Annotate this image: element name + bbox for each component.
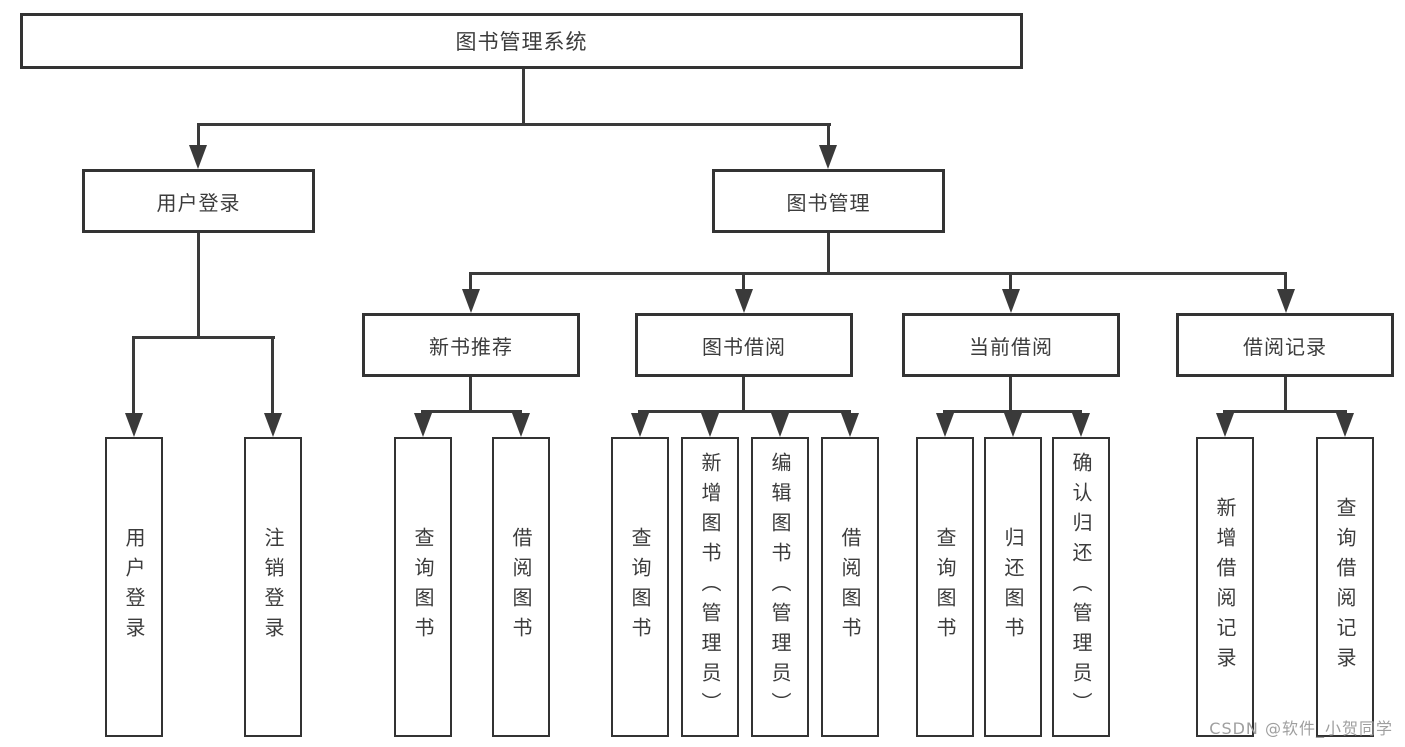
leaf-current-query-books: 查询图书 [916,437,974,737]
arrow-down-icon [189,145,207,169]
connector-vline [271,336,274,415]
leaf-current-confirm-return-admin-label: 确认归还（管理员） [1069,452,1093,722]
leaf-recommend-borrow-books-label: 借阅图书 [509,527,533,647]
node-library-system: 图书管理系统 [20,13,1023,69]
connector-vline [197,123,200,147]
node-current-borrow: 当前借阅 [902,313,1120,377]
connector-vline [522,69,525,126]
leaf-current-return-books-label: 归还图书 [1001,527,1025,647]
connector-hline [197,123,831,126]
arrow-down-icon [819,145,837,169]
leaf-borrow-query-books: 查询图书 [611,437,669,737]
leaf-borrow-add-books-admin-label: 新增图书（管理员） [698,452,722,722]
leaf-current-query-books-label: 查询图书 [933,527,957,647]
node-book-management: 图书管理 [712,169,945,233]
connector-vline [742,272,745,292]
node-book-management-label: 图书管理 [786,190,871,215]
arrow-down-icon [735,289,753,313]
node-book-borrow: 图书借阅 [635,313,853,377]
connector-hline [132,336,275,339]
arrow-down-icon [462,289,480,313]
arrow-down-icon [414,413,432,437]
leaf-current-confirm-return-admin: 确认归还（管理员） [1052,437,1110,737]
arrow-down-icon [771,413,789,437]
connector-hline [421,410,522,413]
arrow-down-icon [1216,413,1234,437]
leaf-borrow-borrow-books-label: 借阅图书 [838,527,862,647]
leaf-recommend-borrow-books: 借阅图书 [492,437,550,737]
leaf-borrow-edit-books-admin-label: 编辑图书（管理员） [768,452,792,722]
connector-vline [827,233,830,272]
arrow-down-icon [125,413,143,437]
leaf-borrow-edit-books-admin: 编辑图书（管理员） [751,437,809,737]
arrow-down-icon [1004,413,1022,437]
leaf-recommend-query-books: 查询图书 [394,437,452,737]
arrow-down-icon [1072,413,1090,437]
node-borrow-records-label: 借阅记录 [1243,334,1327,359]
leaf-user-login-label: 用户登录 [122,527,146,647]
leaf-records-add-record: 新增借阅记录 [1196,437,1254,737]
connector-vline [469,377,472,410]
leaf-user-login: 用户登录 [105,437,163,737]
connector-hline [1223,410,1347,413]
arrow-down-icon [936,413,954,437]
connector-vline [827,123,830,147]
node-borrow-records: 借阅记录 [1176,313,1394,377]
leaf-logout-label: 注销登录 [261,527,285,647]
leaf-borrow-borrow-books: 借阅图书 [821,437,879,737]
leaf-records-add-record-label: 新增借阅记录 [1213,497,1237,677]
arrow-down-icon [264,413,282,437]
node-user-login-label: 用户登录 [156,190,241,215]
leaf-current-return-books: 归还图书 [984,437,1042,737]
node-new-book-recommend-label: 新书推荐 [429,334,513,359]
node-current-borrow-label: 当前借阅 [969,334,1053,359]
arrow-down-icon [512,413,530,437]
leaf-borrow-query-books-label: 查询图书 [628,527,652,647]
connector-vline [1284,377,1287,410]
leaf-logout: 注销登录 [244,437,302,737]
leaf-records-query-record-label: 查询借阅记录 [1333,497,1357,677]
connector-vline [1284,272,1287,292]
connector-vline [1009,272,1012,292]
connector-vline [1009,377,1012,410]
node-new-book-recommend: 新书推荐 [362,313,580,377]
arrow-down-icon [841,413,859,437]
node-library-system-label: 图书管理系统 [455,30,588,54]
arrow-down-icon [1002,289,1020,313]
node-book-borrow-label: 图书借阅 [702,334,786,359]
leaf-borrow-add-books-admin: 新增图书（管理员） [681,437,739,737]
connector-hline [638,410,851,413]
leaf-recommend-query-books-label: 查询图书 [411,527,435,647]
leaf-records-query-record: 查询借阅记录 [1316,437,1374,737]
arrow-down-icon [1336,413,1354,437]
arrow-down-icon [701,413,719,437]
arrow-down-icon [1277,289,1295,313]
arrow-down-icon [631,413,649,437]
connector-hline [469,272,1287,275]
connector-vline [132,336,135,415]
connector-vline [469,272,472,292]
csdn-watermark: CSDN @软件_小贺同学 [1209,719,1393,738]
connector-vline [742,377,745,410]
node-user-login: 用户登录 [82,169,315,233]
connector-vline [197,233,200,336]
